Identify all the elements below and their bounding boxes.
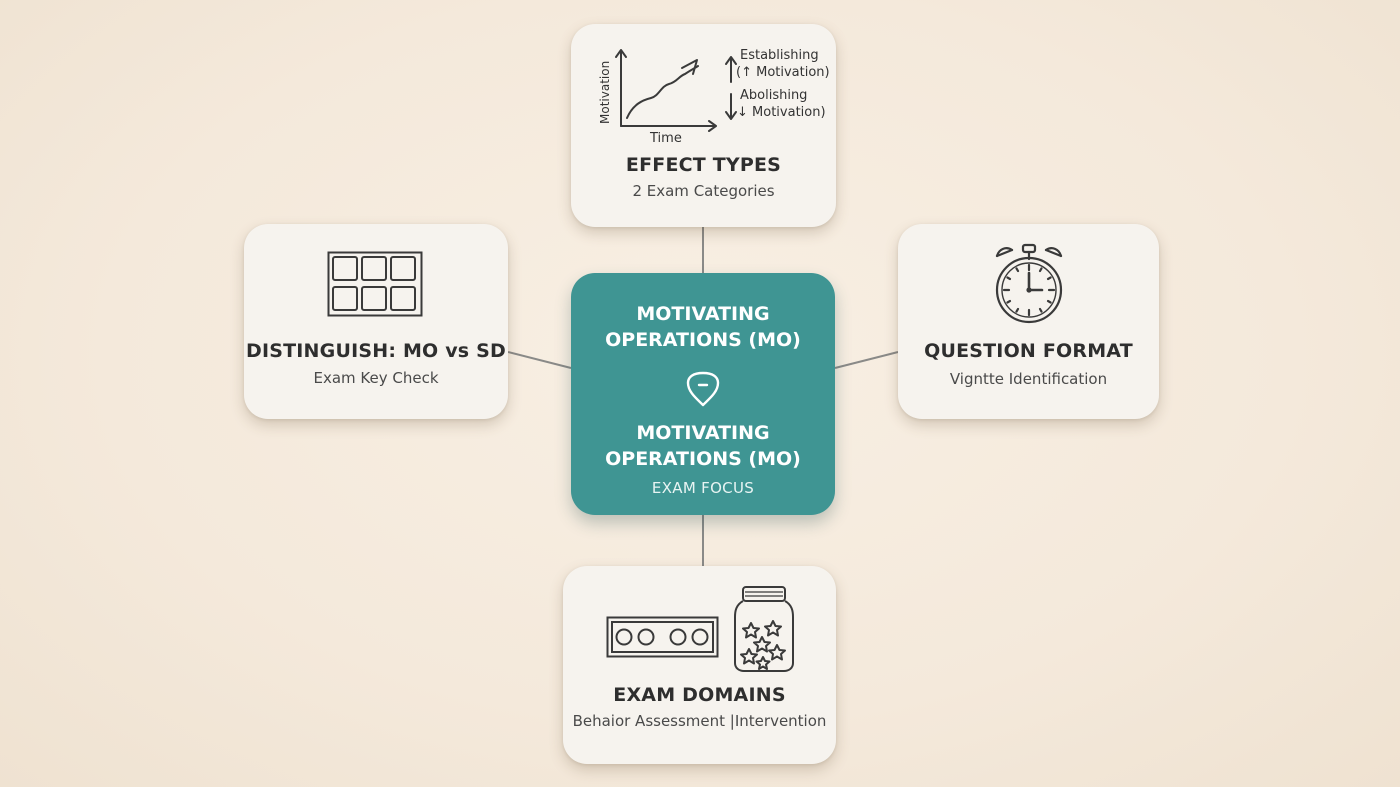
abolishing-label-line1: Abolishing	[740, 88, 807, 103]
grid-icon	[327, 251, 423, 317]
exam-domains-subtitle: Behaior Assessment |Intervention	[572, 712, 827, 730]
line-graph-icon: Motivation Time Establishing (↑ Motivati…	[598, 48, 830, 146]
connector-left	[507, 351, 572, 369]
question-format-subtitle: Vigntte Identification	[949, 370, 1108, 388]
exam-domains-title: EXAM DOMAINS	[613, 684, 786, 706]
distinguish-subtitle: Exam Key Check	[313, 369, 439, 387]
question-format-title: QUESTION FORMAT	[924, 340, 1133, 362]
abolishing-label-line2: ↓ Motivation)	[737, 105, 826, 120]
token-board-icon	[606, 616, 719, 658]
center-focus-label: EXAM FOCUS	[651, 479, 755, 497]
effect-types-subtitle: 2 Exam Categories	[632, 182, 775, 200]
center-title-bottom: MOTIVATING OPERATIONS (MO)	[605, 422, 801, 470]
establishing-label-line1: Establishing	[740, 48, 819, 63]
graph-axis-x-label: Time	[649, 131, 682, 146]
distinguish-title: DISTINGUISH: MO vs SD	[246, 340, 506, 362]
exam-domains-card[interactable]: EXAM DOMAINS Behaior Assessment |Interve…	[563, 566, 836, 764]
distinguish-card[interactable]: DISTINGUISH: MO vs SD Exam Key Check	[244, 224, 508, 419]
effect-types-card[interactable]: Motivation Time Establishing (↑ Motivati…	[571, 24, 836, 227]
shield-minus-icon	[686, 371, 720, 407]
question-format-card[interactable]: QUESTION FORMAT Vigntte Identification	[898, 224, 1159, 419]
establishing-label-line2: (↑ Motivation)	[736, 65, 830, 80]
center-title-top: MOTIVATING OPERATIONS (MO)	[605, 303, 801, 351]
connector-right	[834, 351, 899, 369]
effect-types-title: EFFECT TYPES	[625, 154, 782, 176]
stopwatch-icon	[995, 243, 1063, 324]
star-jar-icon	[734, 586, 794, 672]
graph-axis-y-label: Motivation	[598, 61, 612, 124]
center-topic-card[interactable]: MOTIVATING OPERATIONS (MO) MOTIVATING OP…	[571, 273, 835, 515]
